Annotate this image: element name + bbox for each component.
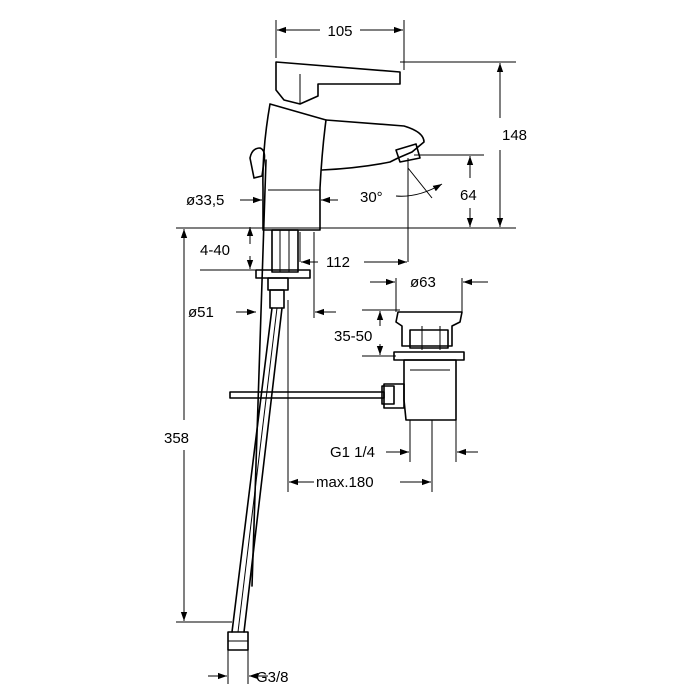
supply-hose — [227, 307, 283, 651]
dim-hose-thread: G3/8 — [256, 669, 289, 686]
dim-spout-reach: 112 — [326, 254, 350, 271]
faucet-body — [262, 103, 327, 231]
dim-height-total: 148 — [502, 127, 527, 144]
faucet-lever — [275, 61, 401, 105]
dim-waste-diameter: ø63 — [410, 274, 436, 291]
dim-basin-thickness: 35-50 — [334, 328, 372, 345]
waste-fitting — [383, 311, 465, 421]
dim-width-top: 105 — [327, 23, 352, 40]
dim-below-height: 358 — [164, 430, 189, 447]
dim-base-diameter: ø51 — [188, 304, 214, 321]
faucet-shank — [255, 229, 311, 309]
faucet-spout — [321, 119, 425, 171]
dim-spout-height: 64 — [460, 187, 477, 204]
dim-body-diameter: ø33,5 — [186, 192, 224, 209]
pop-up-rod — [229, 159, 395, 587]
dim-waste-reach: max.180 — [316, 474, 374, 491]
pop-up-knob — [249, 147, 266, 179]
dim-spout-angle: 30° — [360, 189, 383, 206]
dim-waste-thread: G1 1/4 — [330, 444, 375, 461]
dim-deck-thickness: 4-40 — [200, 242, 230, 259]
